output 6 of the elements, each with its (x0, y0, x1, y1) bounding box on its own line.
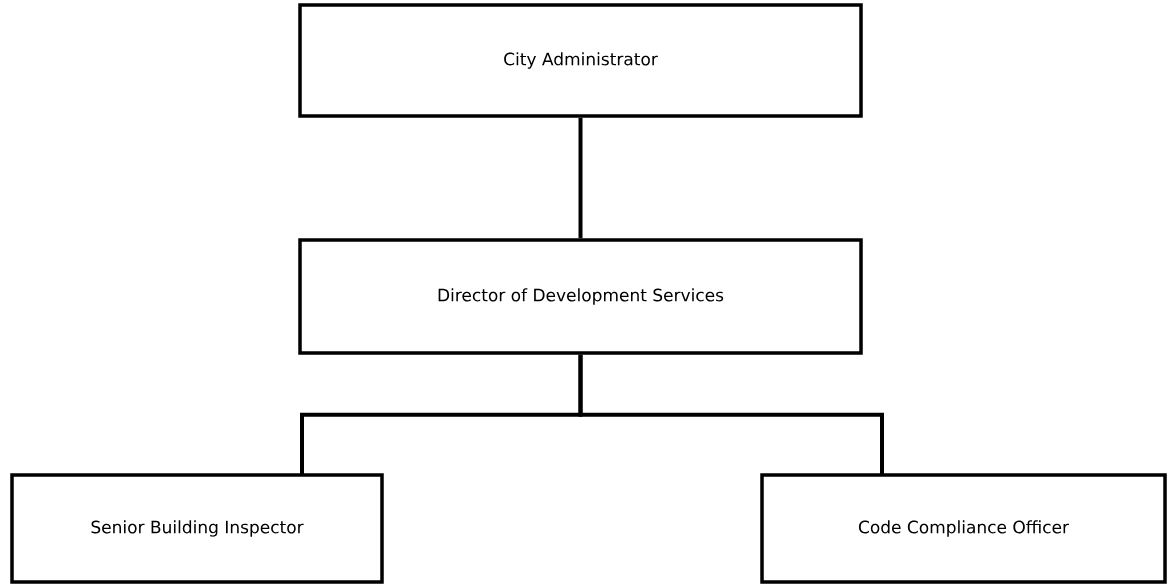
org-box: Code Compliance Officer (760, 473, 1167, 584)
org-box: Director of Development Services (298, 238, 863, 355)
org-box: Senior Building Inspector (10, 473, 384, 584)
connector-line (578, 117, 583, 239)
connector-line (578, 354, 884, 475)
org-box: City Administrator (298, 3, 863, 118)
